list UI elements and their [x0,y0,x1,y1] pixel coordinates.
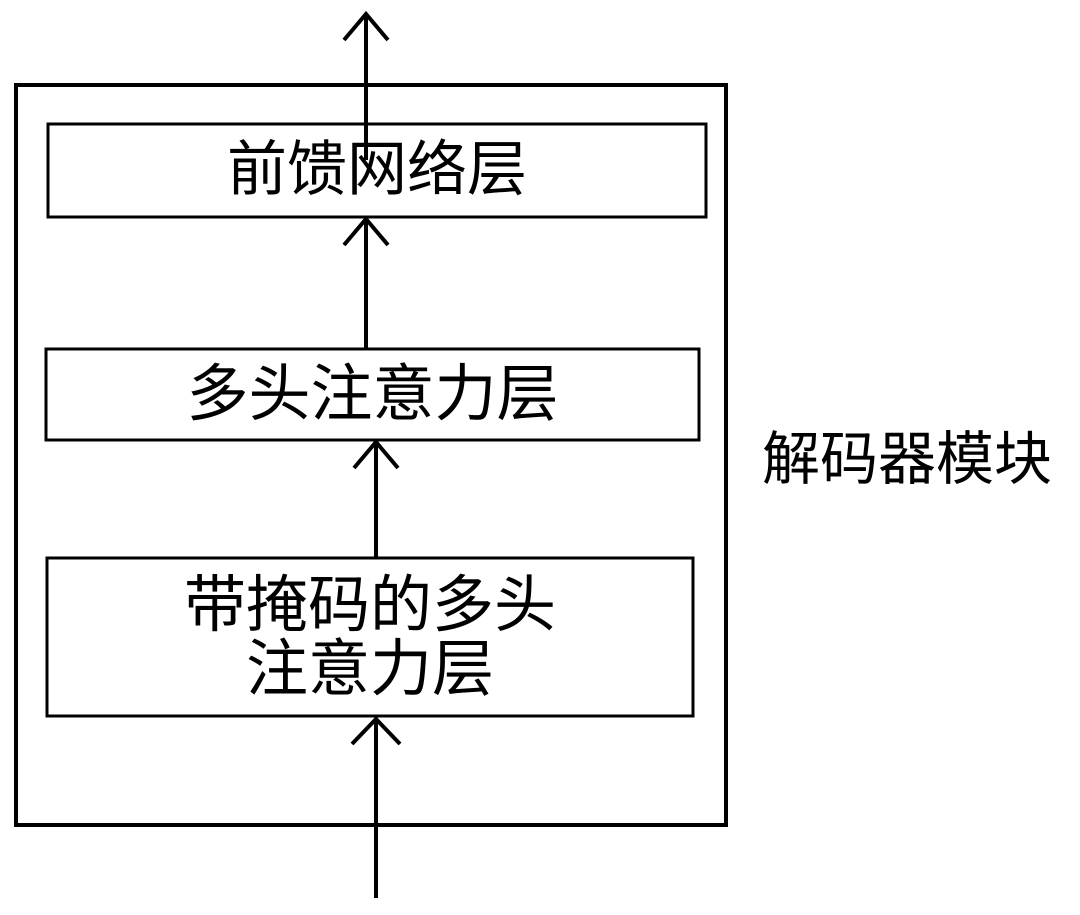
feed-forward-layer-label: 前馈网络层 [48,124,706,217]
masked-multi-head-attention-layer-label: 带掩码的多头 注意力层 [47,558,693,716]
decoder-module-label: 解码器模块 [762,425,1053,493]
masked-multi-head-attention-layer-label-line-1: 带掩码的多头 [183,567,556,641]
output-arrow [342,10,390,160]
masked-attention-to-attention-arrow [352,438,400,558]
masked-multi-head-attention-layer-box [45,556,695,718]
multi-head-attention-layer-box [44,347,701,442]
feed-forward-layer-label-line-1: 前馈网络层 [227,135,527,206]
attention-to-feedforward-arrow [342,215,390,349]
masked-multi-head-attention-layer-label-line-2: 注意力层 [245,632,494,705]
decoder-module-container [14,83,728,827]
input-arrow [350,716,402,898]
multi-head-attention-layer-label-line-1: 多头注意力层 [186,357,559,431]
feed-forward-layer-box [46,122,708,219]
multi-head-attention-layer-label: 多头注意力层 [46,349,699,440]
